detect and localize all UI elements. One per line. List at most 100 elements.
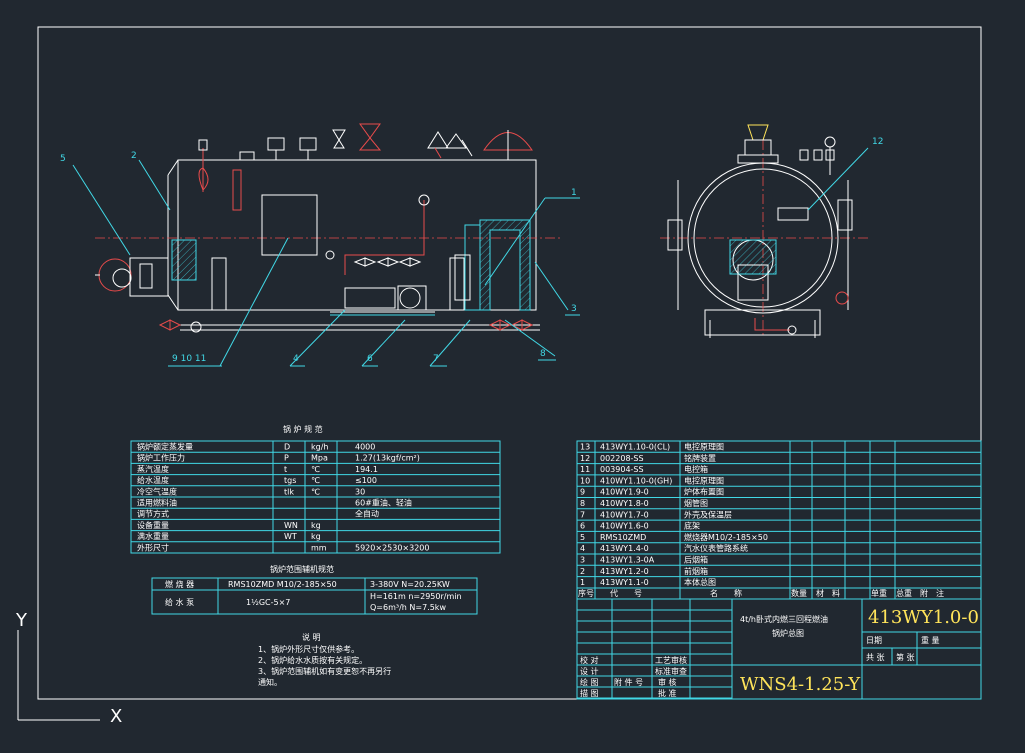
- boiler-front-view: [660, 124, 870, 338]
- bom-header-remarks: 附 注: [920, 588, 944, 598]
- callout-4: 4: [293, 354, 299, 364]
- sign-standard-review: 标准审查: [655, 666, 687, 676]
- spec-cell-sym: tlk: [284, 487, 294, 496]
- spec-cell-value: 30: [355, 487, 365, 496]
- ucs-x-label: X: [110, 706, 122, 727]
- bom-cell-no: 4: [580, 544, 585, 553]
- spec-cell-name: 外形尺寸: [137, 542, 169, 552]
- spec-cell-unit: Mpa: [311, 454, 328, 463]
- bom-cell-name: 前烟箱: [684, 566, 708, 576]
- spec-cell-unit: ℃: [311, 487, 320, 496]
- callout-6: 6: [367, 354, 373, 364]
- spec-cell-sym: tgs: [284, 476, 296, 485]
- drawing-number: 413WY1.0-0: [868, 607, 979, 628]
- aux-row-1-spec1: H=161m n=2950r/min: [370, 592, 462, 601]
- sign-draw: 绘 图: [580, 677, 599, 687]
- bom-cell-name: 汽水仪表管路系统: [684, 543, 748, 553]
- spec-cell-value: 194.1: [355, 465, 378, 474]
- signature-grid: [577, 599, 732, 699]
- callout-9-10-11: 9 10 11: [172, 354, 206, 364]
- spec-cell-unit: ℃: [311, 476, 320, 485]
- spec-cell-sym: WN: [284, 521, 298, 530]
- spec-cell-unit: mm: [311, 543, 327, 552]
- leader-line-12: [807, 147, 869, 211]
- bom-cell-name: 后烟箱: [684, 555, 708, 565]
- spec-cell-name: 给水温度: [137, 475, 169, 485]
- bom-header-unitweight: 单重: [871, 588, 887, 598]
- note-line-2: 2、锅炉给水水质按有关规定。: [258, 655, 367, 665]
- callout-2: 2: [131, 151, 137, 161]
- spec-cell-value: 60#重油、轻油: [355, 498, 412, 508]
- spec-cell-unit: kg: [311, 521, 321, 530]
- sign-trace: 描 图: [580, 688, 599, 698]
- spec-cell-name: 冷空气温度: [137, 486, 177, 496]
- bom-cell-code: 410WY1.9-0: [600, 488, 649, 497]
- bom-cell-code: 410WY1.8-0: [600, 499, 649, 508]
- bom-cell-name: 电控原理图: [684, 442, 724, 452]
- callout-7: 7: [433, 354, 439, 364]
- bom-cell-no: 12: [580, 454, 590, 463]
- callout-1: 1: [571, 188, 577, 198]
- sign-check: 校 对: [580, 655, 599, 665]
- spec-cell-value: 5920×2530×3200: [355, 543, 429, 552]
- bom-cell-code: 410WY1.7-0: [600, 510, 649, 519]
- spec-table-title: 锅 炉 规 范: [283, 424, 323, 434]
- bom-cell-name: 外壳及保温层: [684, 509, 732, 519]
- spec-cell-name: 满水重量: [137, 531, 169, 541]
- bom-cell-code: 002208-SS: [600, 454, 644, 463]
- bom-cell-no: 6: [580, 522, 585, 531]
- title-block: 4t/h卧式内燃三回程燃油 锅炉总图 413WY1.0-0 WNS4-1.25-…: [576, 598, 982, 700]
- aux-row-1-model: 1½GC-5×7: [246, 598, 290, 607]
- spec-cell-name: 调节方式: [137, 509, 169, 519]
- spec-cell-unit: kg: [311, 532, 321, 541]
- bom-cell-code: 410WY1.6-0: [600, 522, 649, 531]
- feed-valves-icon: [325, 250, 422, 267]
- spec-cell-sym: D: [284, 443, 290, 452]
- bom-cell-code: 413WY1.2-0: [600, 567, 649, 576]
- bom-header-material: 材 料: [816, 588, 840, 598]
- sheet-label: 第 张: [896, 652, 915, 662]
- bom-cell-no: 3: [580, 556, 585, 565]
- spec-cell-value: 4000: [355, 443, 375, 452]
- note-line-1: 1、锅炉外形尺寸仅供参考。: [258, 644, 359, 654]
- burner-icon: [95, 257, 169, 297]
- spec-cell-name: 蒸汽温度: [137, 464, 169, 474]
- bom-header-qty: 数量: [791, 588, 807, 598]
- spec-cell-sym: WT: [284, 532, 297, 541]
- valve-fittings-icon: [198, 123, 533, 211]
- ucs-axis-icon: Y X: [15, 610, 122, 727]
- spec-cell-unit: kg/h: [311, 443, 328, 452]
- sheets-total-label: 共 张: [866, 653, 885, 662]
- spec-cell-value: 全自动: [355, 509, 379, 519]
- note-line-3: 3、锅炉范围辅机如有变更恕不再另行: [258, 666, 391, 676]
- bom-cell-code: RMS10ZMD: [600, 533, 646, 542]
- aux-row-1-name: 给 水 泵: [165, 597, 194, 607]
- spec-cell-value: ≤100: [355, 476, 377, 485]
- notes-title: 说 明: [302, 632, 321, 642]
- spec-cell-name: 锅炉额定蒸发量: [137, 442, 193, 452]
- aux-row-0-spec: 3-380V N=20.25KW: [370, 580, 450, 589]
- drawing-border: [37, 26, 982, 700]
- bom-cell-name: 电控箱: [684, 464, 708, 474]
- bom-cell-no: 10: [580, 476, 590, 485]
- bom-header-name: 名 称: [710, 588, 742, 598]
- bom-cell-name: 电控原理图: [684, 475, 724, 485]
- ucs-y-label: Y: [15, 610, 28, 631]
- sign-approve: 批 准: [658, 688, 677, 698]
- aux-row-0-name: 燃 烧 器: [165, 579, 194, 589]
- spec-cell-value: 1.27(13kgf/cm²): [355, 454, 420, 463]
- boiler-side-view: [95, 123, 560, 333]
- bom-cell-no: 9: [580, 488, 585, 497]
- sign-review: 审 核: [658, 677, 677, 687]
- bom-cell-name: 燃烧器M10/2-185×50: [684, 532, 768, 542]
- note-line-4: 通知。: [258, 677, 282, 687]
- bom-cell-code: 413WY1.3-0A: [600, 556, 655, 565]
- bom-cell-name: 烟管图: [684, 498, 708, 508]
- aux-table-title: 锅炉范围辅机规范: [270, 564, 334, 574]
- bom-cell-no: 13: [580, 443, 590, 452]
- boiler-model: WNS4-1.25-Y: [740, 674, 861, 695]
